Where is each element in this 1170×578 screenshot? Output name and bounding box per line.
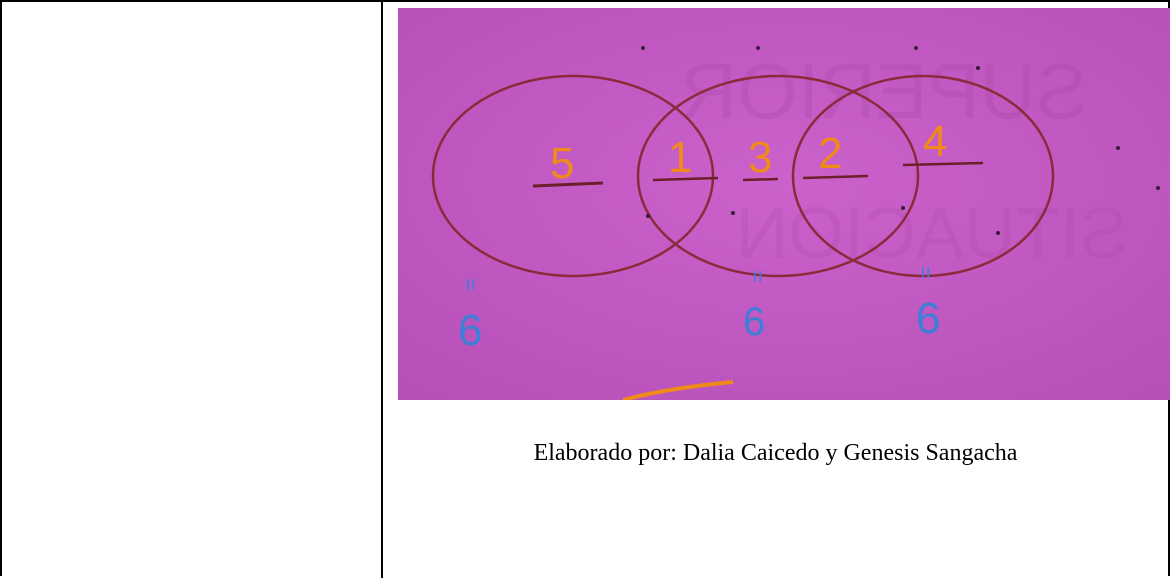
equals-mark-middle: = [745,270,770,283]
left-circle [431,74,715,278]
number-4: 4 [923,117,947,166]
figure-caption: Elaborado por: Dalia Caicedo y Genesis S… [533,440,1018,466]
number-1: 1 [668,133,692,182]
underline-4 [902,161,984,167]
underline-1 [652,176,719,182]
orange-stroke [622,380,734,400]
marker-dots [641,46,1160,235]
right-circle [791,74,1055,278]
underline-2 [802,174,869,180]
underline-3 [742,177,779,182]
number-2: 2 [818,129,842,178]
number-5: 5 [550,139,574,188]
circles-puzzle-photo: SUPERIOR SITUACION 5 1 3 2 4 [398,8,1170,400]
column-divider [381,2,383,578]
photo-background [398,8,1170,400]
sum-right: 6 [916,294,940,343]
empty-left-cell [4,4,381,578]
equals-mark-right: = [913,266,938,279]
faint-bleed-text-bottom: SITUACION [736,194,1128,274]
middle-circle [636,74,920,278]
faint-bleed-text-top: SUPERIOR [681,47,1088,135]
equals-mark-left: = [458,278,483,291]
number-3: 3 [748,133,772,182]
sum-left: 6 [458,306,482,355]
figure-cell: SUPERIOR SITUACION 5 1 3 2 4 [383,4,1170,578]
underline-5 [532,181,604,188]
sum-middle: 6 [743,300,765,344]
